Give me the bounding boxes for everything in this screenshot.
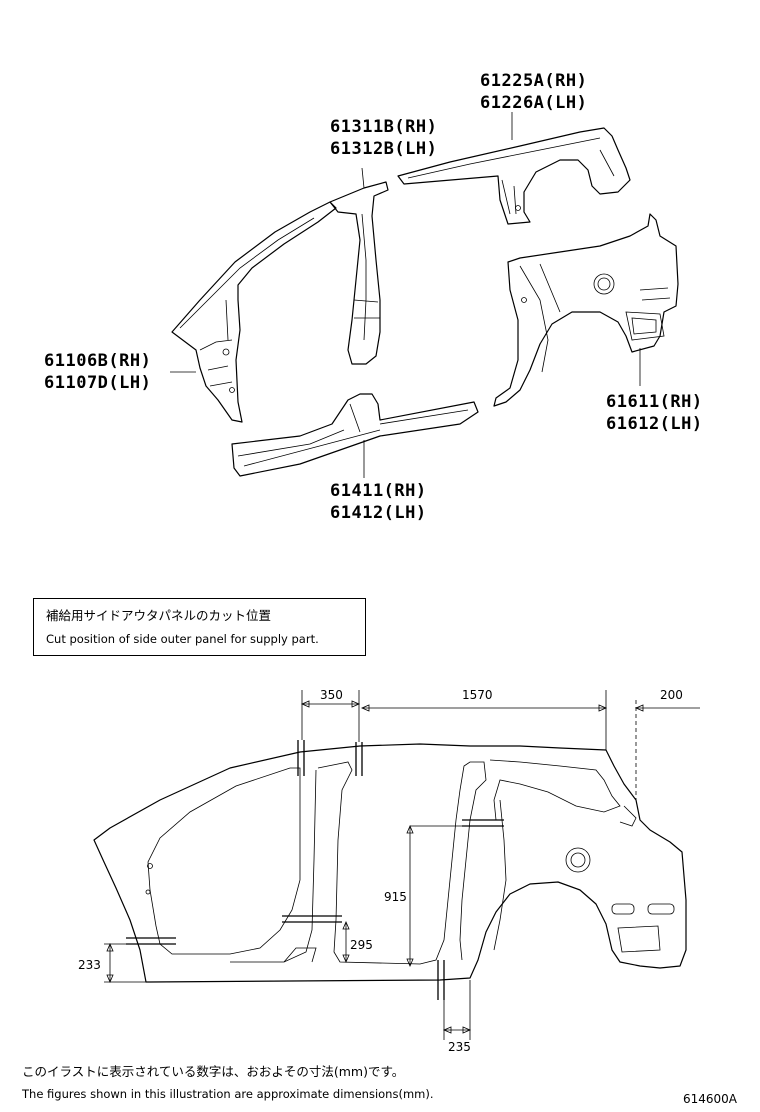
- part-number-lh: 61226A(LH): [480, 93, 588, 113]
- dimension-1570: 1570: [462, 688, 493, 702]
- part-label-front-pillar: 61106B(RH) 61107D(LH): [44, 350, 151, 394]
- caption-japanese: 補給用サイドアウタパネルのカット位置: [46, 608, 272, 623]
- center-pillar-part: [329, 181, 389, 365]
- part-number-lh: 61312B(LH): [330, 139, 438, 159]
- dimension-235: 235: [448, 1040, 471, 1054]
- exploded-parts-drawing: [170, 112, 679, 478]
- part-number-rh: 61311B(RH): [330, 117, 438, 137]
- rear-quarter-part: [493, 213, 679, 407]
- part-number-rh: 61225A(RH): [480, 71, 588, 91]
- part-label-center-pillar: 61311B(RH) 61312B(LH): [330, 116, 437, 160]
- part-label-rocker: 61411(RH) 61412(LH): [330, 480, 427, 524]
- figure-id: 614600A: [683, 1092, 738, 1106]
- footnote-japanese: このイラストに表示されている数字は、おおよその寸法(mm)です。: [22, 1064, 405, 1079]
- caption-english: Cut position of side outer panel for sup…: [46, 632, 319, 646]
- cut-position-markers: [126, 740, 504, 1000]
- side-outer-panel: [93, 743, 687, 983]
- part-number-rh: 61611(RH): [606, 392, 703, 412]
- dimension-200: 200: [660, 688, 683, 702]
- front-pillar-part: [171, 201, 337, 423]
- dimension-915: 915: [384, 890, 407, 904]
- part-label-rear-quarter: 61611(RH) 61612(LH): [606, 391, 703, 435]
- dimension-233: 233: [78, 958, 101, 972]
- part-label-roof-side-rail: 61225A(RH) 61226A(LH): [480, 70, 587, 114]
- part-number-lh: 61412(LH): [330, 503, 427, 523]
- caption-box: 補給用サイドアウタパネルのカット位置 Cut position of side …: [33, 598, 366, 656]
- footnote-english: The figures shown in this illustration a…: [22, 1087, 434, 1101]
- roof-side-rail-part: [397, 127, 631, 225]
- rocker-part: [231, 393, 479, 477]
- dimension-350: 350: [320, 688, 343, 702]
- part-number-rh: 61411(RH): [330, 481, 427, 501]
- part-number-lh: 61612(LH): [606, 414, 703, 434]
- dimension-295: 295: [350, 938, 373, 952]
- part-number-lh: 61107D(LH): [44, 373, 152, 393]
- dimension-lines: [104, 690, 700, 1040]
- part-number-rh: 61106B(RH): [44, 351, 152, 371]
- leader-lines: [170, 112, 641, 478]
